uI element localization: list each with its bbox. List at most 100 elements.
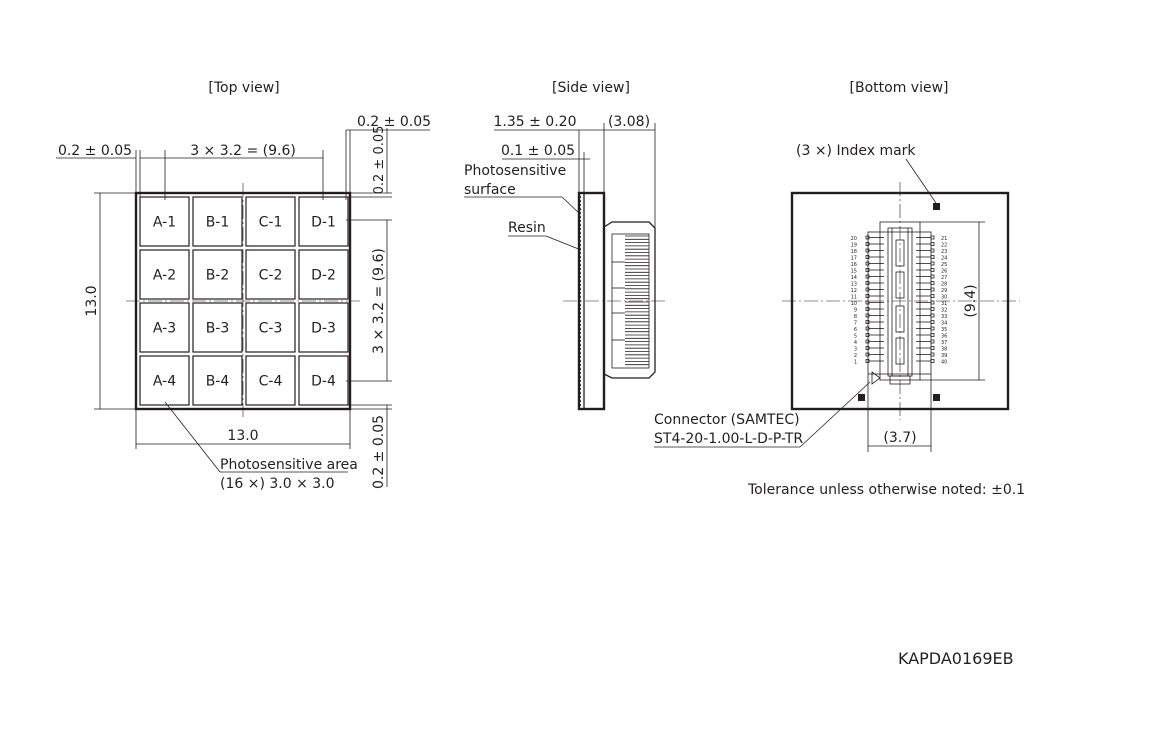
bottom-view-title: [Bottom view] — [850, 80, 949, 96]
top-dim-margin-left: 0.2 ± 0.05 — [58, 143, 132, 159]
bottom-dim-connector-height: (9.4) — [963, 284, 979, 317]
top-dim-margin-bottom: 0.2 ± 0.05 — [371, 415, 387, 489]
pin-pad — [865, 359, 870, 363]
pin-pad — [865, 313, 870, 318]
photosensitive-pad — [298, 249, 349, 300]
pin-number: 23 — [941, 249, 947, 255]
pin-number: 9 — [854, 308, 857, 314]
pin-pad — [865, 281, 870, 285]
pin-pad — [865, 333, 870, 337]
photosensitive-area-value: (16 ×) 3.0 × 3.0 — [220, 476, 335, 492]
side-label-resin: Resin — [508, 220, 546, 236]
pin-number: 12 — [851, 288, 857, 294]
photosensitive-pad — [298, 302, 349, 353]
photosensitive-pad — [298, 196, 349, 247]
pin-number: 24 — [941, 256, 947, 262]
side-connector-pins — [625, 235, 649, 366]
pin-number: 36 — [941, 334, 947, 340]
pin-pad — [865, 255, 870, 259]
pin-pad — [865, 339, 870, 344]
top-dim-height: 13.0 — [84, 285, 100, 316]
photosensitive-pad — [139, 196, 190, 247]
pin-pad — [930, 300, 935, 305]
pad-label: C-2 — [259, 268, 283, 284]
pad-label: D-4 — [311, 374, 336, 390]
pin1-marker — [871, 371, 881, 385]
side-label-surface-line1: Photosensitive — [464, 163, 566, 179]
drawing-code: KAPDA0169EB — [898, 649, 1014, 668]
pin-number: 21 — [941, 236, 947, 242]
pin-pad — [865, 242, 870, 246]
index-mark-bottom-left — [858, 394, 865, 401]
top-dim-width: 13.0 — [227, 428, 258, 444]
photosensitive-pad — [245, 196, 296, 247]
pin-pad — [930, 326, 935, 331]
pin-pad — [930, 235, 935, 240]
pin-pad — [930, 248, 935, 253]
pad-label: B-3 — [206, 321, 230, 337]
pin-number: 25 — [941, 262, 947, 268]
pad-label: C-3 — [259, 321, 283, 337]
pad-label: A-2 — [153, 268, 176, 284]
top-dim-margin-top: 0.2 ± 0.05 — [372, 126, 387, 195]
tolerance-note: Tolerance unless otherwise noted: ±0.1 — [747, 482, 1025, 498]
pin-number: 32 — [941, 308, 947, 314]
pin-number: 7 — [854, 321, 857, 327]
pin-number: 26 — [941, 269, 947, 275]
pin-number: 22 — [941, 243, 947, 249]
connector-label-line1: Connector (SAMTEC) — [654, 412, 800, 428]
side-view: [Side view] 1.35 ± 0.20 (3.08) 0.1 ± 0.0… — [464, 80, 668, 411]
pin-number: 19 — [851, 243, 857, 249]
pin-pad — [930, 261, 935, 266]
pin-pad — [930, 352, 935, 357]
pin-number: 20 — [851, 236, 857, 242]
bottom-connector-window — [895, 239, 905, 267]
pad-label: B-4 — [206, 374, 230, 390]
pin-number: 10 — [851, 301, 857, 307]
pin-number: 2 — [854, 353, 857, 359]
pad-label: D-1 — [311, 215, 336, 231]
bottom-connector-pins: 2019181716151413121110987654321212223242… — [851, 235, 947, 366]
photosensitive-pad — [192, 355, 243, 406]
bottom-connector-key — [889, 375, 911, 385]
pin-number: 15 — [851, 269, 857, 275]
photosensitive-area-label: Photosensitive area — [220, 457, 358, 473]
pad-label: B-2 — [206, 268, 230, 284]
pin-number: 14 — [851, 275, 857, 281]
pin-pad — [865, 294, 870, 298]
index-mark-label: (3 ×) Index mark — [796, 143, 916, 159]
pad-label: C-4 — [259, 374, 283, 390]
pin-number: 39 — [941, 353, 947, 359]
photosensitive-pad — [192, 302, 243, 353]
pin-number: 34 — [941, 321, 947, 327]
pin-pad — [865, 274, 870, 279]
top-dim-pitch-top: 3 × 3.2 = (9.6) — [190, 143, 296, 159]
pad-label: D-3 — [311, 321, 336, 337]
index-mark-top-right — [933, 203, 940, 210]
pin-pad — [930, 346, 935, 350]
pin-number: 13 — [851, 282, 857, 288]
connector-label-leader — [799, 381, 871, 448]
pin-pad — [930, 294, 935, 298]
side-view-title: [Side view] — [552, 80, 630, 96]
photosensitive-pad — [192, 196, 243, 247]
pin-pad — [930, 313, 935, 318]
side-dim-connector: (3.08) — [608, 114, 650, 130]
pin-pad — [930, 268, 935, 272]
pin-number: 37 — [941, 340, 947, 346]
bottom-connector-window — [895, 271, 905, 299]
bottom-dim-connector-width: (3.7) — [883, 430, 916, 446]
pin-number: 31 — [941, 301, 947, 307]
pin-pad — [930, 307, 935, 311]
pin-pad — [865, 352, 870, 357]
side-label-surface-line2: surface — [464, 182, 516, 198]
top-view-title: [Top view] — [208, 80, 279, 96]
connector-label-line2: ST4-20-1.00-L-D-P-TR — [654, 431, 803, 447]
pin-pad — [865, 307, 870, 311]
pin-pad — [930, 320, 935, 324]
pin-pad — [930, 274, 935, 279]
pin-number: 16 — [851, 262, 857, 268]
pin-number: 28 — [941, 282, 947, 288]
pad-label: A-3 — [153, 321, 176, 337]
